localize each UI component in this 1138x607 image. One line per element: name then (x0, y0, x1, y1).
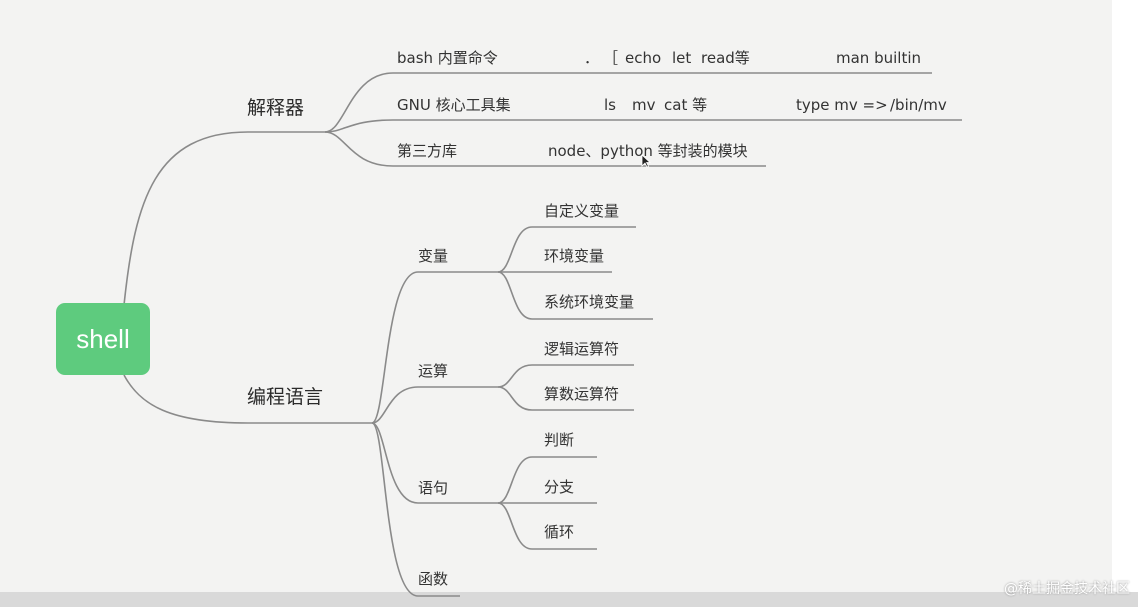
node-env-variable[interactable]: 环境变量 (544, 247, 605, 265)
example-ls: ls (604, 96, 616, 114)
example-cat: cat 等 (664, 96, 708, 114)
link-var-3 (497, 271, 653, 320)
link-prog-func (371, 422, 460, 597)
node-arithmetic-operators[interactable]: 算数运算符 (544, 385, 620, 403)
example-dot: ． (584, 49, 600, 67)
example-man-builtin: man builtin (836, 49, 921, 67)
example-mv: mv (632, 96, 656, 114)
branch-programming[interactable]: 编程语言 (247, 386, 324, 408)
link-prog-stmt (371, 422, 498, 504)
link-interp-gnu (324, 119, 962, 133)
link-prog-op (371, 386, 498, 424)
link-stmt-3 (497, 502, 597, 550)
node-variables[interactable]: 变量 (418, 247, 449, 265)
example-let: let (672, 49, 692, 67)
node-loop[interactable]: 循环 (544, 523, 575, 541)
example-node-python: node、python 等封装的模块 (548, 142, 748, 160)
link-root-programming (123, 374, 372, 424)
link-interp-third (324, 131, 766, 167)
node-condition[interactable]: 判断 (544, 431, 575, 449)
branch-interpreter[interactable]: 解释器 (247, 97, 305, 119)
example-bin-mv: /bin/mv (890, 96, 947, 114)
node-operations[interactable]: 运算 (418, 362, 449, 380)
watermark: @稀土掘金技术社区 (1004, 581, 1130, 597)
example-bracket: ［ (603, 49, 619, 67)
link-var-1 (497, 226, 636, 273)
node-bash-builtin[interactable]: bash 内置命令 (397, 49, 498, 67)
example-echo: echo (625, 49, 662, 67)
link-stmt-1 (497, 456, 597, 504)
mouse-cursor-icon (641, 154, 651, 168)
node-statements[interactable]: 语句 (418, 479, 449, 497)
link-root-interpreter (123, 131, 325, 306)
link-interp-bash (324, 72, 932, 133)
example-read: read等 (701, 49, 750, 67)
node-branch[interactable]: 分支 (544, 478, 575, 496)
root-label: shell (76, 323, 130, 354)
node-logical-operators[interactable]: 逻辑运算符 (544, 340, 620, 358)
node-custom-variable[interactable]: 自定义变量 (544, 202, 620, 220)
right-margin (1112, 0, 1138, 607)
link-prog-var (371, 271, 498, 424)
root-node[interactable]: shell (56, 303, 150, 375)
link-op-1 (497, 364, 634, 388)
example-type-mv: type mv => (796, 96, 888, 114)
node-third-party[interactable]: 第三方库 (397, 142, 458, 160)
node-system-env-variable[interactable]: 系统环境变量 (544, 293, 635, 311)
link-op-2 (497, 386, 634, 411)
node-functions[interactable]: 函数 (418, 570, 449, 588)
bottom-bar (0, 592, 1138, 607)
node-gnu-coreutils[interactable]: GNU 核心工具集 (397, 96, 511, 114)
